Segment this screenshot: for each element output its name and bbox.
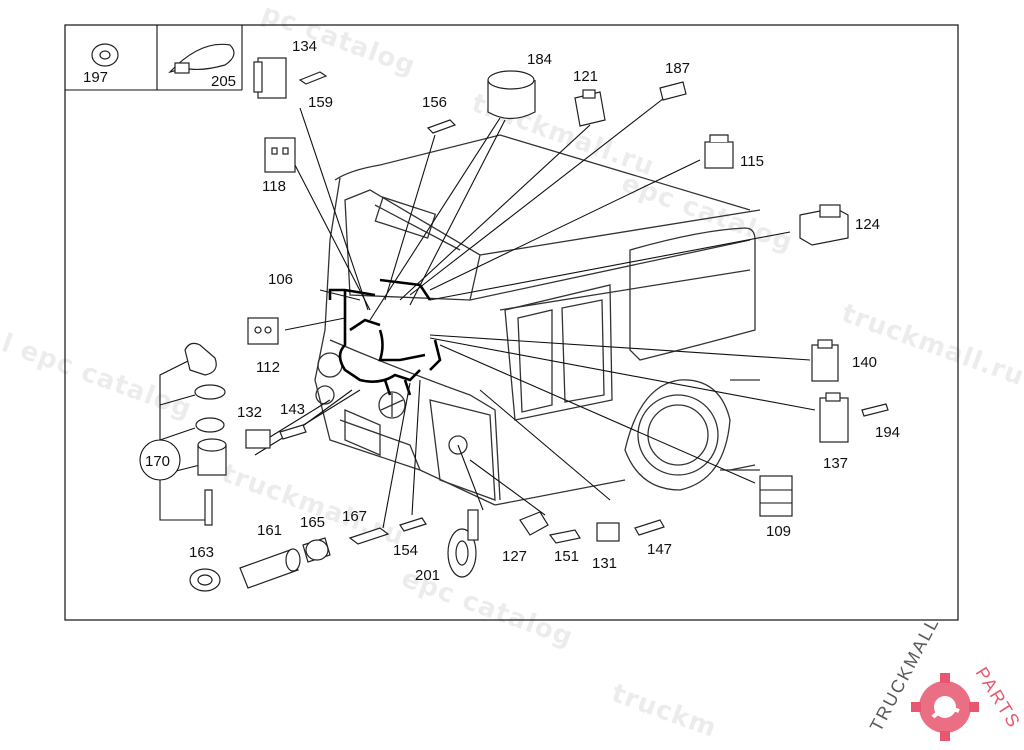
housing-124-icon	[799, 204, 849, 246]
terminal-143-icon	[279, 424, 307, 440]
label-161: 161	[257, 522, 282, 539]
bus-illustration	[314, 134, 761, 506]
terminal-159-icon	[298, 71, 328, 85]
label-124: 124	[855, 216, 880, 233]
watermark-truckmall-2: truckmall.ru	[838, 298, 1024, 392]
buzzer-184-icon	[487, 70, 536, 120]
fuse-block-109-icon	[759, 475, 793, 517]
label-134: 134	[292, 38, 317, 55]
grommet-icon	[91, 43, 119, 67]
label-159: 159	[308, 94, 333, 111]
terminal-147-icon	[634, 519, 665, 536]
label-147: 147	[647, 541, 672, 558]
label-109: 109	[766, 523, 791, 540]
terminal-156-icon	[426, 119, 457, 134]
terminal-154-icon	[399, 517, 427, 532]
label-140: 140	[852, 354, 877, 371]
leader-lines	[159, 94, 816, 529]
part-labels: 197 205 134 159 184 156 121 187 115 118 …	[83, 38, 900, 584]
watermark-bottom: truckm	[608, 678, 721, 744]
label-165: 165	[300, 514, 325, 531]
diagram-frame	[64, 24, 959, 621]
coupling-115-icon	[704, 134, 734, 169]
label-131: 131	[592, 555, 617, 572]
part-icons	[91, 43, 889, 592]
terminal-194-icon	[861, 403, 889, 417]
label-118: 118	[262, 178, 286, 195]
label-163: 163	[189, 544, 214, 561]
socket-112-icon	[247, 317, 279, 345]
label-167: 167	[342, 508, 367, 525]
connector-137-icon	[819, 392, 849, 443]
gear-icon	[911, 673, 979, 741]
callout-170: 170	[139, 439, 181, 481]
relay-118-icon	[264, 137, 296, 173]
label-143: 143	[280, 401, 305, 418]
plug-187-icon	[659, 81, 687, 101]
label-132: 132	[237, 404, 262, 421]
lamp-socket-group-icon	[184, 342, 227, 526]
connector-121-icon	[574, 89, 606, 127]
truckmall-parts-logo: TRUCKMALL PARTS	[866, 613, 1024, 741]
connector-140-icon	[811, 339, 839, 382]
label-201: 201	[415, 567, 440, 584]
label-170: 170	[145, 453, 170, 470]
watermark-epc-1: epc catalog	[618, 168, 797, 258]
plug-165-icon	[302, 537, 331, 563]
label-154: 154	[393, 542, 418, 559]
label-121: 121	[573, 68, 598, 85]
label-184: 184	[527, 51, 552, 68]
label-127: 127	[502, 548, 527, 565]
watermark-truckmall-3: truckmall.ru	[218, 458, 409, 552]
socket-161-icon	[239, 548, 301, 589]
label-137: 137	[823, 455, 848, 472]
connector-132-icon	[245, 429, 271, 449]
label-156: 156	[422, 94, 447, 111]
relay-134-icon	[253, 57, 287, 99]
label-187: 187	[665, 60, 690, 77]
label-151: 151	[554, 548, 579, 565]
legend-box	[65, 25, 243, 91]
label-115: 115	[740, 153, 764, 170]
label-106: 106	[268, 271, 293, 288]
connector-131-icon	[596, 522, 620, 542]
watermark-left: l epc catalog	[0, 328, 196, 425]
terminal-167-icon	[348, 527, 390, 545]
logo-brand-accent: PARTS	[972, 664, 1024, 733]
bracket-127-icon	[519, 511, 549, 536]
nut-163-icon	[189, 568, 221, 592]
label-112: 112	[256, 359, 280, 376]
label-194: 194	[875, 424, 900, 441]
horn-201-icon	[447, 509, 479, 578]
label-197: 197	[83, 69, 108, 86]
label-205: 205	[211, 73, 236, 90]
clip-151-icon	[548, 529, 581, 544]
cable-tie-icon	[168, 43, 235, 74]
